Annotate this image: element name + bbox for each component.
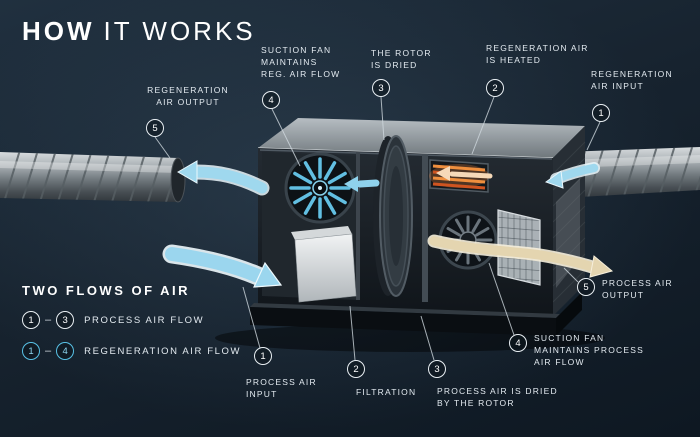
legend-regeneration-dash: –	[45, 345, 52, 357]
leader-lines	[154, 96, 601, 361]
arrow-regeneration-output	[177, 160, 270, 196]
arrow-heated-air	[436, 166, 493, 181]
legend-process-label: PROCESS AIR FLOW	[84, 314, 205, 326]
legend-regeneration-to-badge: 4	[56, 342, 75, 360]
callout-suction-fan-process-badge: 4	[509, 334, 527, 352]
rotor	[373, 135, 413, 297]
flow-arrows	[162, 160, 614, 288]
callout-suction-fan-reg-label: SUCTION FAN MAINTAINS REG. AIR FLOW	[261, 45, 341, 79]
page-title-rest: IT WORKS	[103, 16, 256, 46]
duct-left	[0, 152, 186, 203]
page-title-main: HOW	[22, 16, 95, 46]
electrical-box	[291, 226, 357, 303]
machine-base	[250, 292, 582, 336]
callout-filtration-badge: 2	[347, 360, 365, 378]
legend-process-from-badge: 1	[22, 311, 40, 329]
callout-process-output-badge: 5	[577, 278, 595, 296]
arrow-process-output	[427, 234, 614, 278]
callout-suction-fan-process-label: SUCTION FAN MAINTAINS PROCESS AIR FLOW	[534, 333, 644, 367]
legend-row-regeneration: 1 – 4 REGENERATION AIR FLOW	[22, 342, 241, 360]
page-title: HOW IT WORKS	[22, 16, 256, 47]
regeneration-fan	[284, 152, 356, 224]
legend-regeneration-from-badge: 1	[22, 342, 40, 360]
legend-regeneration-label: REGENERATION AIR FLOW	[84, 345, 242, 357]
legend-title: TWO FLOWS OF AIR	[22, 283, 191, 298]
callout-process-dried-badge: 3	[428, 360, 446, 378]
callout-regeneration-input-label: REGENERATION AIR INPUT	[591, 69, 673, 91]
machine-top-face	[258, 118, 585, 158]
callout-regeneration-input-badge: 1	[592, 104, 610, 122]
callout-suction-fan-reg-badge: 4	[262, 91, 280, 109]
callout-rotor-dried-label: THE ROTOR IS DRIED	[371, 48, 432, 70]
machine-interior	[258, 135, 553, 316]
arrow-rotor-to-fan	[344, 176, 380, 192]
callout-regeneration-air-output-badge: 5	[146, 119, 164, 137]
callout-process-input-label: PROCESS AIR INPUT	[246, 377, 317, 399]
callout-regeneration-heated-label: REGENERATION AIR IS HEATED	[486, 43, 589, 65]
legend: TWO FLOWS OF AIR 1 – 3 PROCESS AIR FLOW …	[22, 283, 241, 360]
legend-process-dash: –	[45, 314, 52, 326]
callout-filtration-label: FILTRATION	[356, 387, 417, 397]
callout-rotor-dried-badge: 3	[372, 79, 390, 97]
machine-body	[250, 118, 586, 336]
arrow-process-input	[162, 244, 283, 288]
legend-row-process: 1 – 3 PROCESS AIR FLOW	[22, 311, 241, 329]
callout-regeneration-air-output-label: REGENERATION AIR OUTPUT	[147, 85, 229, 107]
callout-process-output-label: PROCESS AIR OUTPUT	[602, 278, 673, 300]
arrow-regeneration-input	[544, 162, 600, 189]
callout-process-input-badge: 1	[254, 347, 272, 365]
callout-regeneration-heated-badge: 2	[486, 79, 504, 97]
legend-process-to-badge: 3	[56, 311, 75, 329]
callout-process-dried-label: PROCESS AIR IS DRIED BY THE ROTOR	[437, 386, 558, 408]
